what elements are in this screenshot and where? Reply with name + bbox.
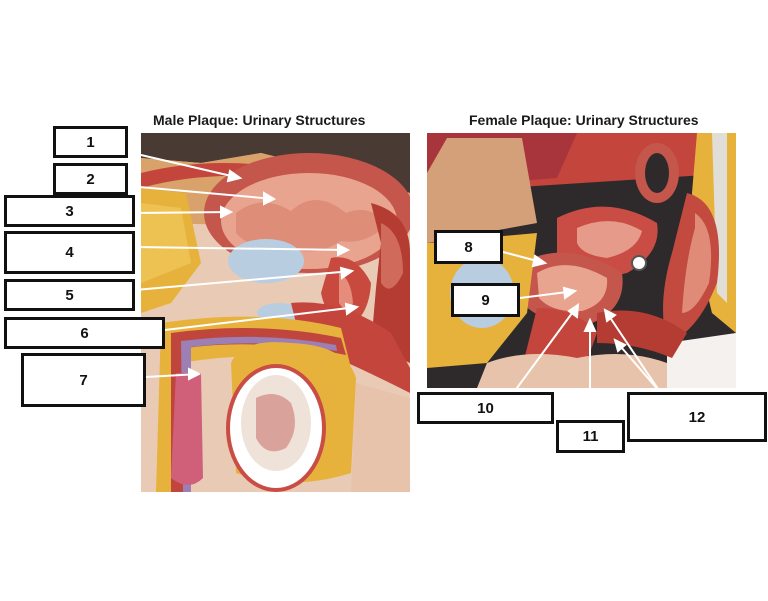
label-box-11[interactable]: 11 (556, 420, 625, 453)
male-anatomy-photo (141, 133, 410, 492)
label-box-12[interactable]: 12 (627, 392, 767, 442)
female-panel-title: Female Plaque: Urinary Structures (469, 112, 699, 128)
label-box-5[interactable]: 5 (4, 279, 135, 311)
label-box-4[interactable]: 4 (4, 231, 135, 274)
label-box-8[interactable]: 8 (434, 230, 503, 264)
label-box-7[interactable]: 7 (21, 353, 146, 407)
label-box-9[interactable]: 9 (451, 283, 520, 317)
label-box-2[interactable]: 2 (53, 163, 128, 195)
male-panel-title: Male Plaque: Urinary Structures (153, 112, 366, 128)
label-box-6[interactable]: 6 (4, 317, 165, 349)
label-box-1[interactable]: 1 (53, 126, 128, 158)
label-box-3[interactable]: 3 (4, 195, 135, 227)
label-box-10[interactable]: 10 (417, 392, 554, 424)
